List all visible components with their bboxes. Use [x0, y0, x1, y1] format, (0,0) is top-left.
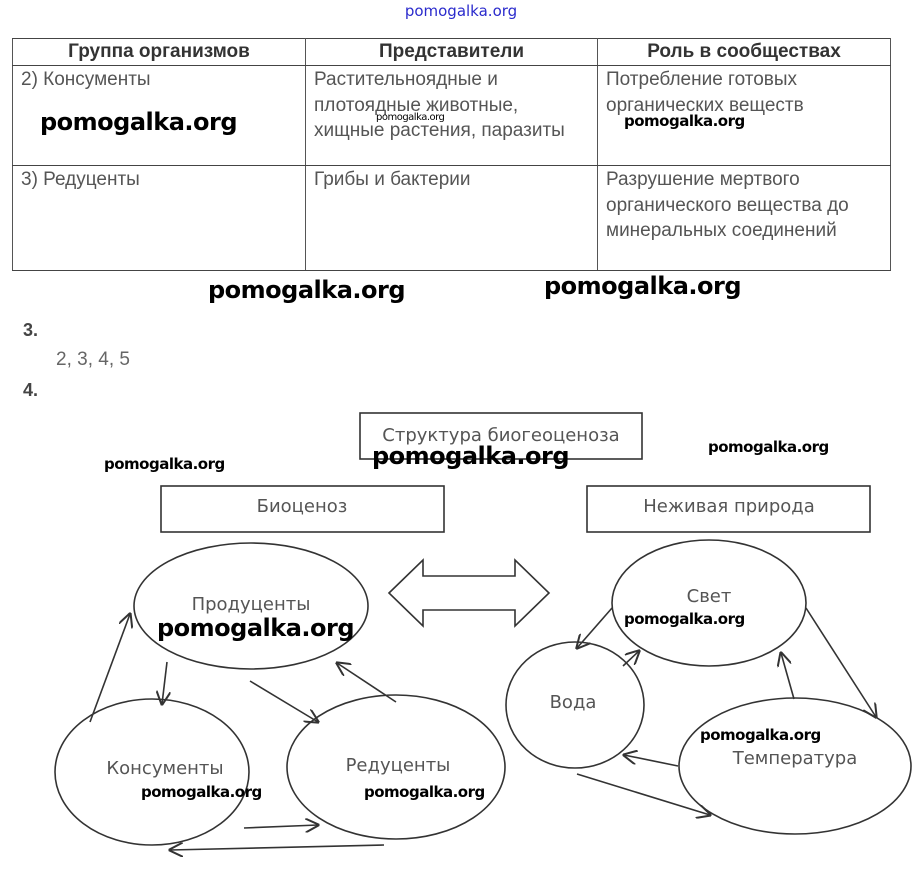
watermark: pomogalka.org — [40, 108, 238, 136]
cell-representatives: Растительноядные и плотоядные животные, … — [305, 65, 598, 166]
node-temperature-label: Температура — [732, 748, 858, 769]
arrow-water-to-light — [622, 651, 639, 667]
watermark: pomogalka.org — [544, 272, 742, 300]
watermark: pomogalka.org — [208, 276, 406, 304]
cell-group: 3) Редуценты — [12, 165, 306, 271]
watermark: pomogalka.org — [700, 726, 821, 744]
node-water-label: Вода — [550, 692, 597, 713]
header-role: Роль в сообществах — [597, 38, 891, 66]
node-consumers-label: Консументы — [106, 758, 223, 779]
watermark: pomogalka.org — [104, 455, 225, 473]
cell-role: Потребление готовых органических веществ — [597, 65, 891, 166]
watermark: pomogalka.org — [708, 438, 829, 456]
watermark: pomogalka.org — [372, 442, 570, 470]
table-row: 2) Консументы Растительноядные и плотояд… — [12, 65, 891, 166]
nonliving-label: Неживая природа — [643, 496, 815, 517]
watermark: pomogalka.org — [624, 610, 745, 628]
arrow-reducers-to-producers — [337, 663, 397, 703]
arrow-water-to-temperature — [576, 773, 710, 815]
node-light: Свет — [611, 539, 807, 667]
node-consumers: Консументы — [54, 698, 250, 846]
watermark: pomogalka.org — [624, 112, 745, 130]
question-3-answer: 2, 3, 4, 5 — [56, 349, 130, 370]
biocenosis-label: Биоценоз — [257, 496, 348, 517]
node-reducers: Редуценты — [286, 694, 506, 840]
arrow-producers-to-consumers — [162, 661, 167, 704]
header-group: Группа организмов — [12, 38, 306, 66]
node-temperature: Температура — [678, 697, 912, 835]
organism-groups-table: Группа организмов Представители Роль в с… — [12, 38, 891, 271]
diagram-title: Структура биогеоценоза — [382, 425, 619, 446]
diagram-title-box: Структура биогеоценоза — [359, 412, 643, 460]
nonliving-box: Неживая природа — [586, 485, 871, 533]
node-water: Вода — [505, 641, 645, 769]
header-watermark: pomogalka.org — [404, 2, 518, 20]
cell-role: Разрушение мертвого органического вещест… — [597, 165, 891, 271]
node-light-label: Свет — [687, 586, 732, 607]
arrow-light-to-water — [577, 607, 613, 648]
header-representatives: Представители — [305, 38, 598, 66]
arrow-consumers-to-producers — [89, 614, 130, 723]
table-header-row: Группа организмов Представители Роль в с… — [12, 38, 891, 66]
arrow-temperature-to-light — [781, 653, 795, 700]
watermark: pomogalka.org — [364, 783, 485, 801]
arrow-reducers-to-consumers — [170, 845, 385, 850]
cell-group: 2) Консументы — [12, 65, 306, 166]
biocenosis-box: Биоценоз — [160, 485, 445, 533]
watermark: pomogalka.org — [157, 614, 355, 642]
watermark: pomogalka.org — [141, 783, 262, 801]
question-3-number: 3. — [23, 320, 39, 340]
question-4-number: 4. — [23, 380, 39, 400]
double-arrow-icon — [387, 558, 551, 628]
table-row: 3) Редуценты Грибы и бактерии Разрушение… — [12, 165, 891, 271]
node-producers: Продуценты — [133, 542, 369, 670]
watermark: pomogalka.org — [376, 112, 445, 123]
arrow-light-to-temperature — [805, 607, 876, 717]
node-producers-label: Продуценты — [192, 594, 311, 615]
arrow-producers-to-reducers — [249, 680, 318, 722]
arrow-temperature-to-water — [624, 755, 679, 767]
cell-representatives: Грибы и бактерии — [305, 165, 598, 271]
arrow-consumers-to-reducers — [243, 825, 318, 828]
node-reducers-label: Редуценты — [346, 755, 451, 776]
